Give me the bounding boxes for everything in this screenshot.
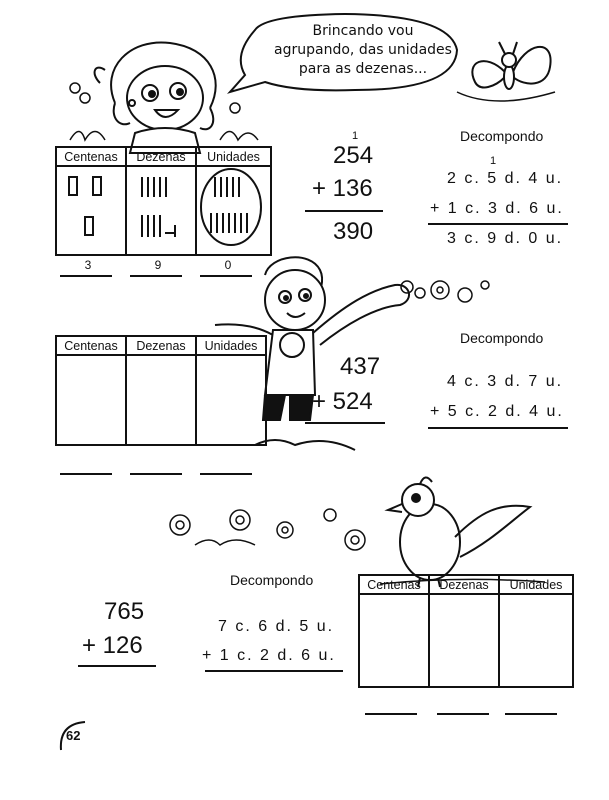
column-dezenas — [430, 595, 500, 686]
sum-line-2 — [305, 422, 385, 424]
boy-illustration — [214, 256, 426, 451]
decompose-line-3a: 7 c. 6 d. 5 u. — [218, 618, 335, 635]
column-dezenas — [127, 356, 197, 444]
answer-unidades-1: 0 — [224, 258, 232, 272]
header-centenas: Centenas — [57, 148, 127, 167]
addend-bottom-3: + 126 — [82, 632, 143, 659]
column-unidades — [500, 595, 572, 686]
decompose-label-3: Decompondo — [230, 572, 314, 588]
decompose-result-1: 3 c. 9 d. 0 u. — [447, 230, 564, 247]
answer-line — [365, 713, 417, 715]
header-unidades: Unidades — [197, 337, 265, 356]
column-dezenas — [127, 167, 197, 254]
column-centenas — [57, 356, 127, 444]
speech-line-1: Brincando vou — [312, 23, 414, 39]
bird-illustration — [379, 476, 546, 588]
decompose-line-2a: 4 c. 3 d. 7 u. — [447, 373, 564, 390]
decompose-sum-line-2 — [428, 427, 568, 429]
answer-line — [200, 473, 252, 475]
answer-line — [505, 713, 557, 715]
header-dezenas: Dezenas — [127, 148, 197, 167]
column-unidades — [197, 356, 265, 444]
addend-top-1: 254 — [333, 142, 374, 169]
decompose-label-2: Decompondo — [460, 330, 544, 346]
decompose-sum-line-1 — [428, 223, 568, 225]
decompose-sum-line-3 — [205, 670, 343, 672]
column-centenas — [360, 595, 430, 686]
answer-centenas-1: 3 — [84, 258, 92, 272]
header-dezenas: Dezenas — [430, 576, 500, 595]
addend-bottom-2: + 524 — [312, 388, 373, 415]
decompose-line-1b: + 1 c. 3 d. 6 u. — [430, 200, 564, 217]
header-centenas: Centenas — [57, 337, 127, 356]
decompose-carry-1: 1 — [490, 155, 497, 167]
answer-line — [130, 275, 182, 277]
sum-line-3 — [78, 665, 156, 667]
sum-result-1: 390 — [333, 218, 374, 245]
tally-marks — [68, 168, 262, 246]
column-centenas — [57, 167, 127, 254]
sum-line-1 — [305, 210, 383, 212]
decompose-line-2b: + 5 c. 2 d. 4 u. — [430, 403, 564, 420]
decompose-label-1: Decompondo — [460, 128, 544, 144]
answer-line — [200, 275, 252, 277]
answer-dezenas-1: 9 — [154, 258, 162, 272]
header-unidades: Unidades — [500, 576, 572, 595]
answer-line — [60, 275, 112, 277]
decompose-line-1a: 2 c. 5 d. 4 u. — [447, 170, 564, 187]
addend-top-3: 765 — [104, 598, 145, 625]
small-flowers-icon — [430, 280, 490, 303]
place-value-table-1: Centenas Dezenas Unidades — [55, 146, 272, 256]
decompose-line-3b: + 1 c. 2 d. 6 u. — [202, 647, 336, 664]
answer-line — [130, 473, 182, 475]
place-value-table-3: Centenas Dezenas Unidades — [358, 574, 574, 688]
page-number: 62 — [66, 728, 81, 743]
header-centenas: Centenas — [360, 576, 430, 595]
speech-bubble-shape — [226, 12, 459, 94]
addend-bottom-1: + 136 — [312, 175, 373, 202]
answer-line — [437, 713, 489, 715]
flowers-illustration — [169, 508, 366, 551]
header-unidades: Unidades — [197, 148, 270, 167]
answer-line — [60, 473, 112, 475]
place-value-table-2: Centenas Dezenas Unidades — [55, 335, 267, 446]
speech-line-3: para as dezenas... — [298, 61, 428, 77]
speech-bubble: Brincando vou agrupando, das unidades pa… — [268, 22, 458, 79]
carry-digit-1: 1 — [352, 130, 359, 142]
header-dezenas: Dezenas — [127, 337, 197, 356]
page-number-arc — [59, 721, 86, 751]
speech-line-2: agrupando, das unidades — [274, 42, 452, 58]
butterfly-illustration — [456, 41, 556, 102]
addend-top-2: 437 — [340, 353, 381, 380]
